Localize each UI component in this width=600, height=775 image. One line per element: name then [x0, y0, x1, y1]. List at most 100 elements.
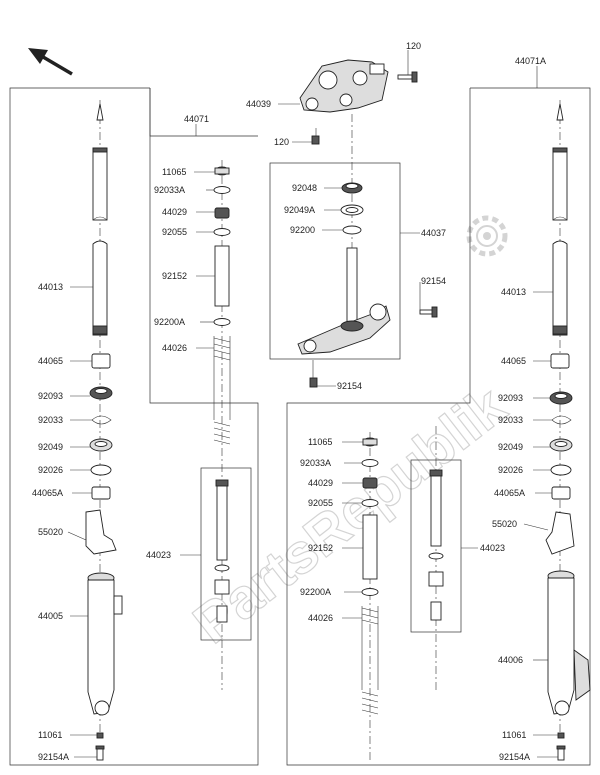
- nut-44029-right: [362, 477, 378, 489]
- nut-44029-left: [214, 207, 230, 219]
- washer-92200A-right: [361, 588, 379, 596]
- label-92093-right: 92093: [498, 393, 523, 403]
- gear-icon: [466, 215, 508, 257]
- washer-92026-right: [550, 464, 572, 476]
- label-92154-stem-bottom: 92154: [337, 381, 362, 391]
- oring-92055-right: [361, 499, 379, 507]
- label-92033-right: 92033: [498, 415, 523, 425]
- bolt-120-top: [397, 71, 418, 83]
- label-92049-left: 92049: [38, 442, 63, 452]
- label-92055-left: 92055: [162, 227, 187, 237]
- label-55020-right: 55020: [492, 519, 517, 529]
- seal-92093-left: [89, 386, 113, 400]
- label-11065-left: 11065: [162, 167, 186, 177]
- bolt-11061-left: [96, 732, 104, 739]
- watermark-text: PartsRepublik: [181, 373, 517, 655]
- left-cartridge-frame: [200, 467, 252, 641]
- label-120-top: 120: [406, 41, 421, 51]
- spring-44026-right: [361, 606, 379, 715]
- bolt-92154A-right: [556, 745, 566, 761]
- label-120-left: 120: [274, 137, 289, 147]
- oring-92033A-right: [361, 459, 379, 467]
- label-92033A-left: 92033A: [154, 185, 185, 195]
- outer-tube-44006-right: [547, 570, 591, 716]
- label-11061-right: 11061: [502, 730, 526, 740]
- stem-44037: [297, 247, 391, 355]
- label-44013-right: 44013: [501, 287, 526, 297]
- left-fork-frame: [9, 87, 259, 766]
- label-92154A-right: 92154A: [499, 752, 530, 762]
- label-92093-left: 92093: [38, 391, 63, 401]
- bolt-11061-right: [557, 732, 565, 739]
- frames: [9, 87, 591, 766]
- part-labels: 120 44039 120 44071 44071A 11065 92033A …: [32, 41, 546, 762]
- washer-92026-left: [90, 464, 112, 476]
- left-fork-frame-top: [149, 88, 258, 137]
- bearing-92048: [341, 182, 363, 194]
- cap-11065-right: [362, 437, 378, 447]
- guard-55020-right: [545, 511, 575, 555]
- cartridge-44023-right: [428, 469, 444, 621]
- leader-lines: [67, 50, 558, 758]
- right-fork-frame: [286, 87, 591, 766]
- bush-44065A-left: [91, 486, 111, 500]
- oring-92033A-left: [213, 186, 231, 194]
- cap-11065-left: [214, 166, 230, 176]
- label-92200: 92200: [290, 225, 315, 235]
- label-44071: 44071: [184, 114, 209, 124]
- label-92152-left: 92152: [162, 271, 187, 281]
- spacer-92152-right: [362, 514, 378, 580]
- label-55020-left: 55020: [38, 527, 63, 537]
- bush-44065-left: [91, 353, 111, 369]
- label-92200A-right: 92200A: [300, 587, 331, 597]
- label-11061-left: 11061: [38, 730, 62, 740]
- cartridge-44023-left: [214, 479, 230, 623]
- label-44065A-left: 44065A: [32, 488, 63, 498]
- label-44005: 44005: [38, 611, 63, 621]
- spring-44026-left: [213, 336, 231, 445]
- label-44029-right: 44029: [308, 478, 333, 488]
- label-44065A-right: 44065A: [494, 488, 525, 498]
- washer-92200A-left: [213, 318, 231, 326]
- guard-55020-left: [85, 509, 117, 555]
- label-92152-right: 92152: [308, 543, 333, 553]
- label-44039: 44039: [246, 99, 271, 109]
- label-92200A-left: 92200A: [154, 317, 185, 327]
- bolt-92154A-left: [95, 745, 105, 761]
- oring-92055-left: [213, 228, 231, 236]
- label-44037: 44037: [421, 228, 446, 238]
- label-92055-right: 92055: [308, 498, 333, 508]
- bolt-92154-stem-right: [419, 306, 438, 318]
- stem-frame: [269, 162, 401, 360]
- upper-bracket-44039: [299, 59, 389, 113]
- seal-92049-right: [549, 438, 573, 452]
- clip-92033-left: [91, 415, 112, 425]
- label-44023-right: 44023: [480, 543, 505, 553]
- arrow-up-left-icon: [28, 48, 73, 76]
- label-92026-left: 92026: [38, 465, 63, 475]
- inner-tube-44013-right: [552, 103, 568, 336]
- bush-44065A-right: [551, 486, 571, 500]
- spacer-92152-left: [214, 245, 230, 307]
- label-44065-right: 44065: [501, 356, 526, 366]
- label-92033-left: 92033: [38, 415, 63, 425]
- label-11065-right: 11065: [308, 437, 332, 447]
- label-92033A-right: 92033A: [300, 458, 331, 468]
- label-44006: 44006: [498, 655, 523, 665]
- clip-92033-right: [551, 415, 572, 425]
- label-44026-left: 44026: [162, 343, 187, 353]
- label-92049-right: 92049: [498, 442, 523, 452]
- label-92154A-left: 92154A: [38, 752, 69, 762]
- label-92048: 92048: [292, 183, 317, 193]
- label-44071A: 44071A: [515, 56, 546, 66]
- seal-92049-left: [89, 438, 113, 452]
- bolt-92154-stem-bottom: [309, 360, 318, 388]
- label-44026-right: 44026: [308, 613, 333, 623]
- oring-92200: [342, 225, 362, 235]
- inner-tube-44013-left: [92, 103, 108, 336]
- label-92154-stem-right: 92154: [421, 276, 446, 286]
- outer-tube-44005-left: [87, 572, 123, 716]
- seal-92049A: [340, 204, 364, 216]
- label-92049A: 92049A: [284, 205, 315, 215]
- label-44023-left: 44023: [146, 550, 171, 560]
